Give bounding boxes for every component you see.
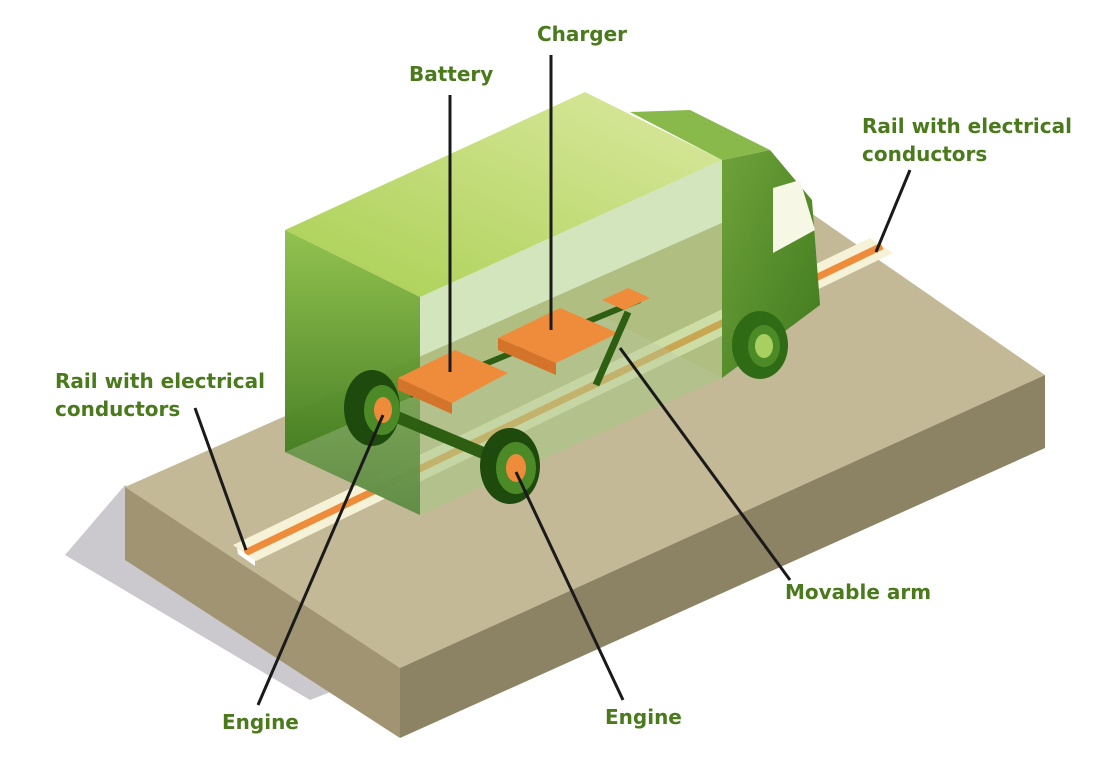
label-movable-arm: Movable arm xyxy=(785,580,932,604)
rear-wheel-left xyxy=(344,370,400,446)
road-front-face xyxy=(125,487,400,738)
front-wheel xyxy=(732,311,788,379)
leader-line-rail-right xyxy=(874,169,912,253)
charger-block xyxy=(498,308,618,363)
road-top-surface xyxy=(125,195,1045,668)
cab-window xyxy=(773,180,815,253)
leader-line-engine-right xyxy=(514,471,625,701)
leader-line-movable-arm xyxy=(618,347,792,581)
rear-wheel-right xyxy=(480,428,540,504)
cargo-box-floor xyxy=(285,315,722,515)
leader-line-engine-left xyxy=(256,414,385,706)
charger-block-side xyxy=(498,338,556,375)
battery-block xyxy=(398,350,508,403)
battery-block-side xyxy=(398,378,452,414)
label-charger: Charger xyxy=(537,22,628,46)
label-engine-right: Engine xyxy=(605,705,682,729)
label-rail-right: Rail with electrical conductors xyxy=(862,114,1072,166)
road-right-face xyxy=(400,375,1045,738)
label-rail-left: Rail with electrical conductors xyxy=(55,369,265,421)
cargo-box-top xyxy=(285,92,722,297)
cab-roof xyxy=(630,110,770,160)
label-battery: Battery xyxy=(409,62,494,86)
movable-arm-rod xyxy=(592,310,632,387)
label-engine-left: Engine xyxy=(222,710,299,734)
arm-head xyxy=(602,288,650,310)
cargo-box-side-left xyxy=(285,230,420,515)
rail-end-cut xyxy=(237,548,255,566)
leader-line-rail-left xyxy=(193,407,248,551)
